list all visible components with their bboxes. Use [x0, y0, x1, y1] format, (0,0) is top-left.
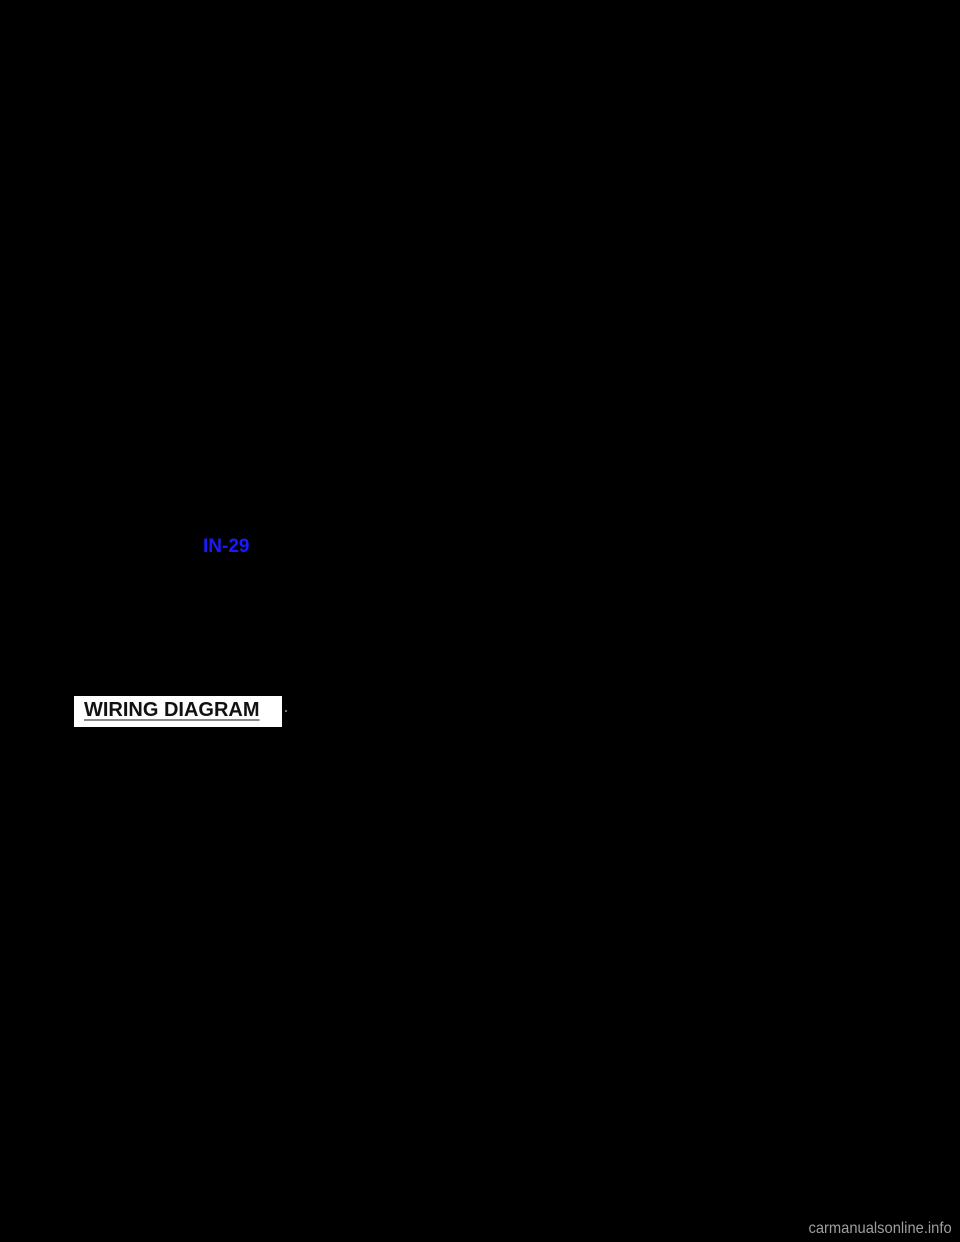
section-heading-box: WIRING DIAGRAM [74, 696, 282, 727]
page-reference-link[interactable]: IN-29 [203, 536, 250, 557]
heading-marker-dot-right [285, 710, 287, 712]
section-heading-wiring-diagram: WIRING DIAGRAM [84, 699, 260, 721]
watermark-text: carmanualsonline.info [808, 1220, 952, 1237]
